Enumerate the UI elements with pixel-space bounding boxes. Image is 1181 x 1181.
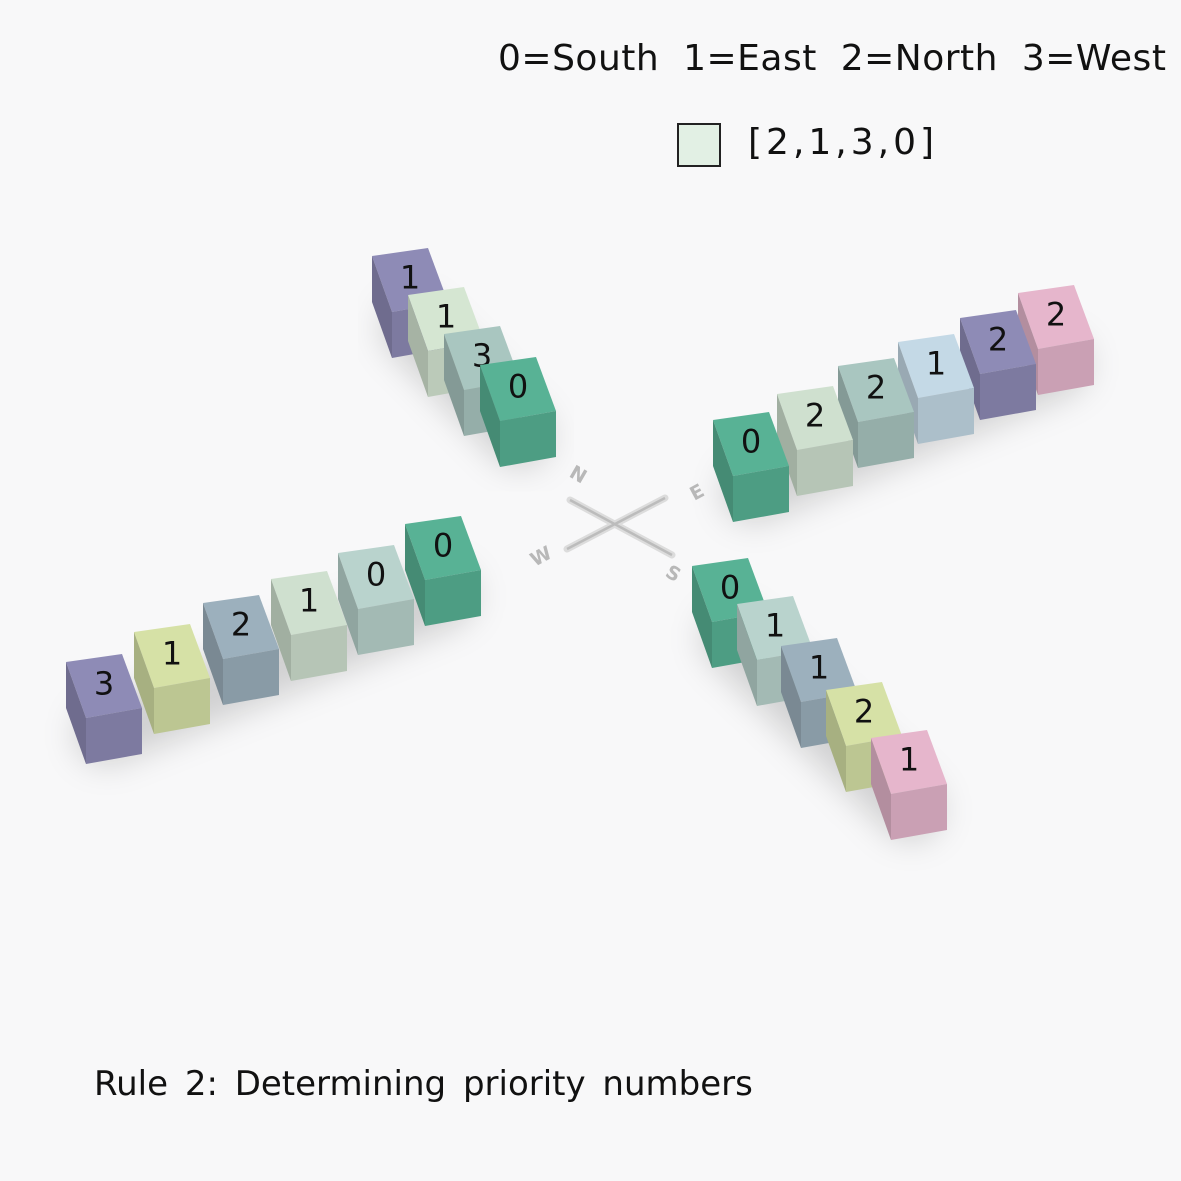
compass-east-label: E bbox=[686, 480, 708, 506]
cube-number: 0 bbox=[741, 423, 761, 461]
cube-number: 1 bbox=[436, 298, 456, 336]
cube-west-2: 1 bbox=[134, 624, 210, 734]
cube-number: 2 bbox=[866, 369, 886, 407]
legend-sequence: [2,1,3,0] bbox=[748, 122, 939, 163]
legend-swatch bbox=[677, 123, 721, 167]
compass: N E S W bbox=[527, 461, 708, 586]
cube-west-4: 1 bbox=[271, 571, 347, 681]
cube-number: 1 bbox=[926, 345, 946, 383]
compass-south-label: S bbox=[662, 561, 685, 587]
cube-east-2: 2 bbox=[777, 386, 853, 496]
caption: Rule 2: Determining priority numbers bbox=[94, 1064, 753, 1104]
cube-north-4: 0 bbox=[480, 357, 556, 467]
cube-west-6: 0 bbox=[405, 516, 481, 626]
cube-number: 0 bbox=[508, 368, 528, 406]
cube-number: 1 bbox=[809, 649, 829, 687]
cube-east-5: 2 bbox=[960, 310, 1036, 420]
cube-number: 2 bbox=[854, 693, 874, 731]
direction-legend: 0=South 1=East 2=North 3=West bbox=[498, 38, 1167, 79]
cube-number: 0 bbox=[433, 527, 453, 565]
cube-west-3: 2 bbox=[203, 595, 279, 705]
compass-north-label: N bbox=[566, 461, 591, 488]
cube-number: 2 bbox=[805, 397, 825, 435]
cube-number: 1 bbox=[162, 635, 182, 673]
cube-west-5: 0 bbox=[338, 545, 414, 655]
cube-south-1: 0 bbox=[692, 558, 768, 668]
cube-number: 0 bbox=[366, 556, 386, 594]
cube-number: 1 bbox=[299, 582, 319, 620]
cube-number: 2 bbox=[1046, 296, 1066, 334]
cube-west-1: 3 bbox=[66, 654, 142, 764]
cube-east-1: 0 bbox=[713, 412, 789, 522]
compass-west-label: W bbox=[527, 542, 556, 571]
cube-south-5: 1 bbox=[871, 730, 947, 840]
cube-number: 1 bbox=[765, 607, 785, 645]
cube-east-3: 2 bbox=[838, 358, 914, 468]
cube-number: 1 bbox=[899, 741, 919, 779]
cube-number: 3 bbox=[94, 665, 114, 703]
cube-east-4: 1 bbox=[898, 334, 974, 444]
cube-number: 2 bbox=[231, 606, 251, 644]
cube-number: 1 bbox=[400, 259, 420, 297]
cube-number: 2 bbox=[988, 321, 1008, 359]
cube-number: 0 bbox=[720, 569, 740, 607]
